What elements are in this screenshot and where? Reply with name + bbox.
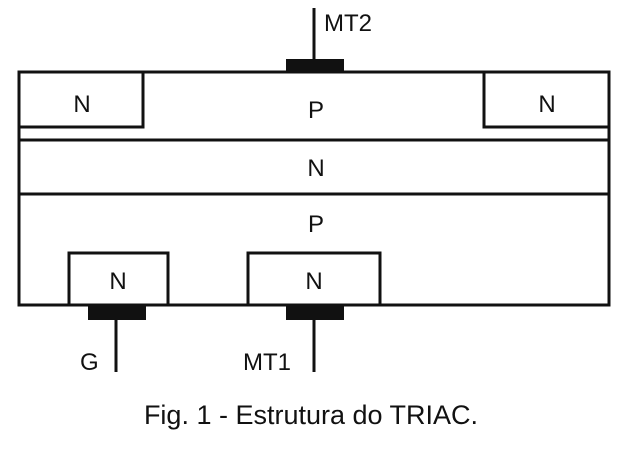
top-left-n-region xyxy=(19,70,145,129)
mt2-contact xyxy=(286,59,344,73)
middle-n-label: N xyxy=(307,155,324,182)
top-p-label: P xyxy=(308,97,324,124)
bottom-left-n-region xyxy=(67,251,170,305)
top-right-n-region xyxy=(482,70,609,129)
gate-contact xyxy=(88,304,146,320)
gate-label: G xyxy=(80,349,99,376)
bottom-center-n-label: N xyxy=(305,268,322,295)
bottom-left-n-label: N xyxy=(109,268,126,295)
figure-caption: Fig. 1 - Estrutura do TRIAC. xyxy=(144,400,478,430)
bottom-center-n-region xyxy=(246,251,382,305)
mt2-label: MT2 xyxy=(324,10,372,37)
mt1-label: MT1 xyxy=(243,349,291,376)
mt1-contact xyxy=(286,304,344,320)
bottom-p-label: P xyxy=(308,211,324,238)
top-left-n-label: N xyxy=(73,91,90,118)
top-right-n-label: N xyxy=(538,91,555,118)
